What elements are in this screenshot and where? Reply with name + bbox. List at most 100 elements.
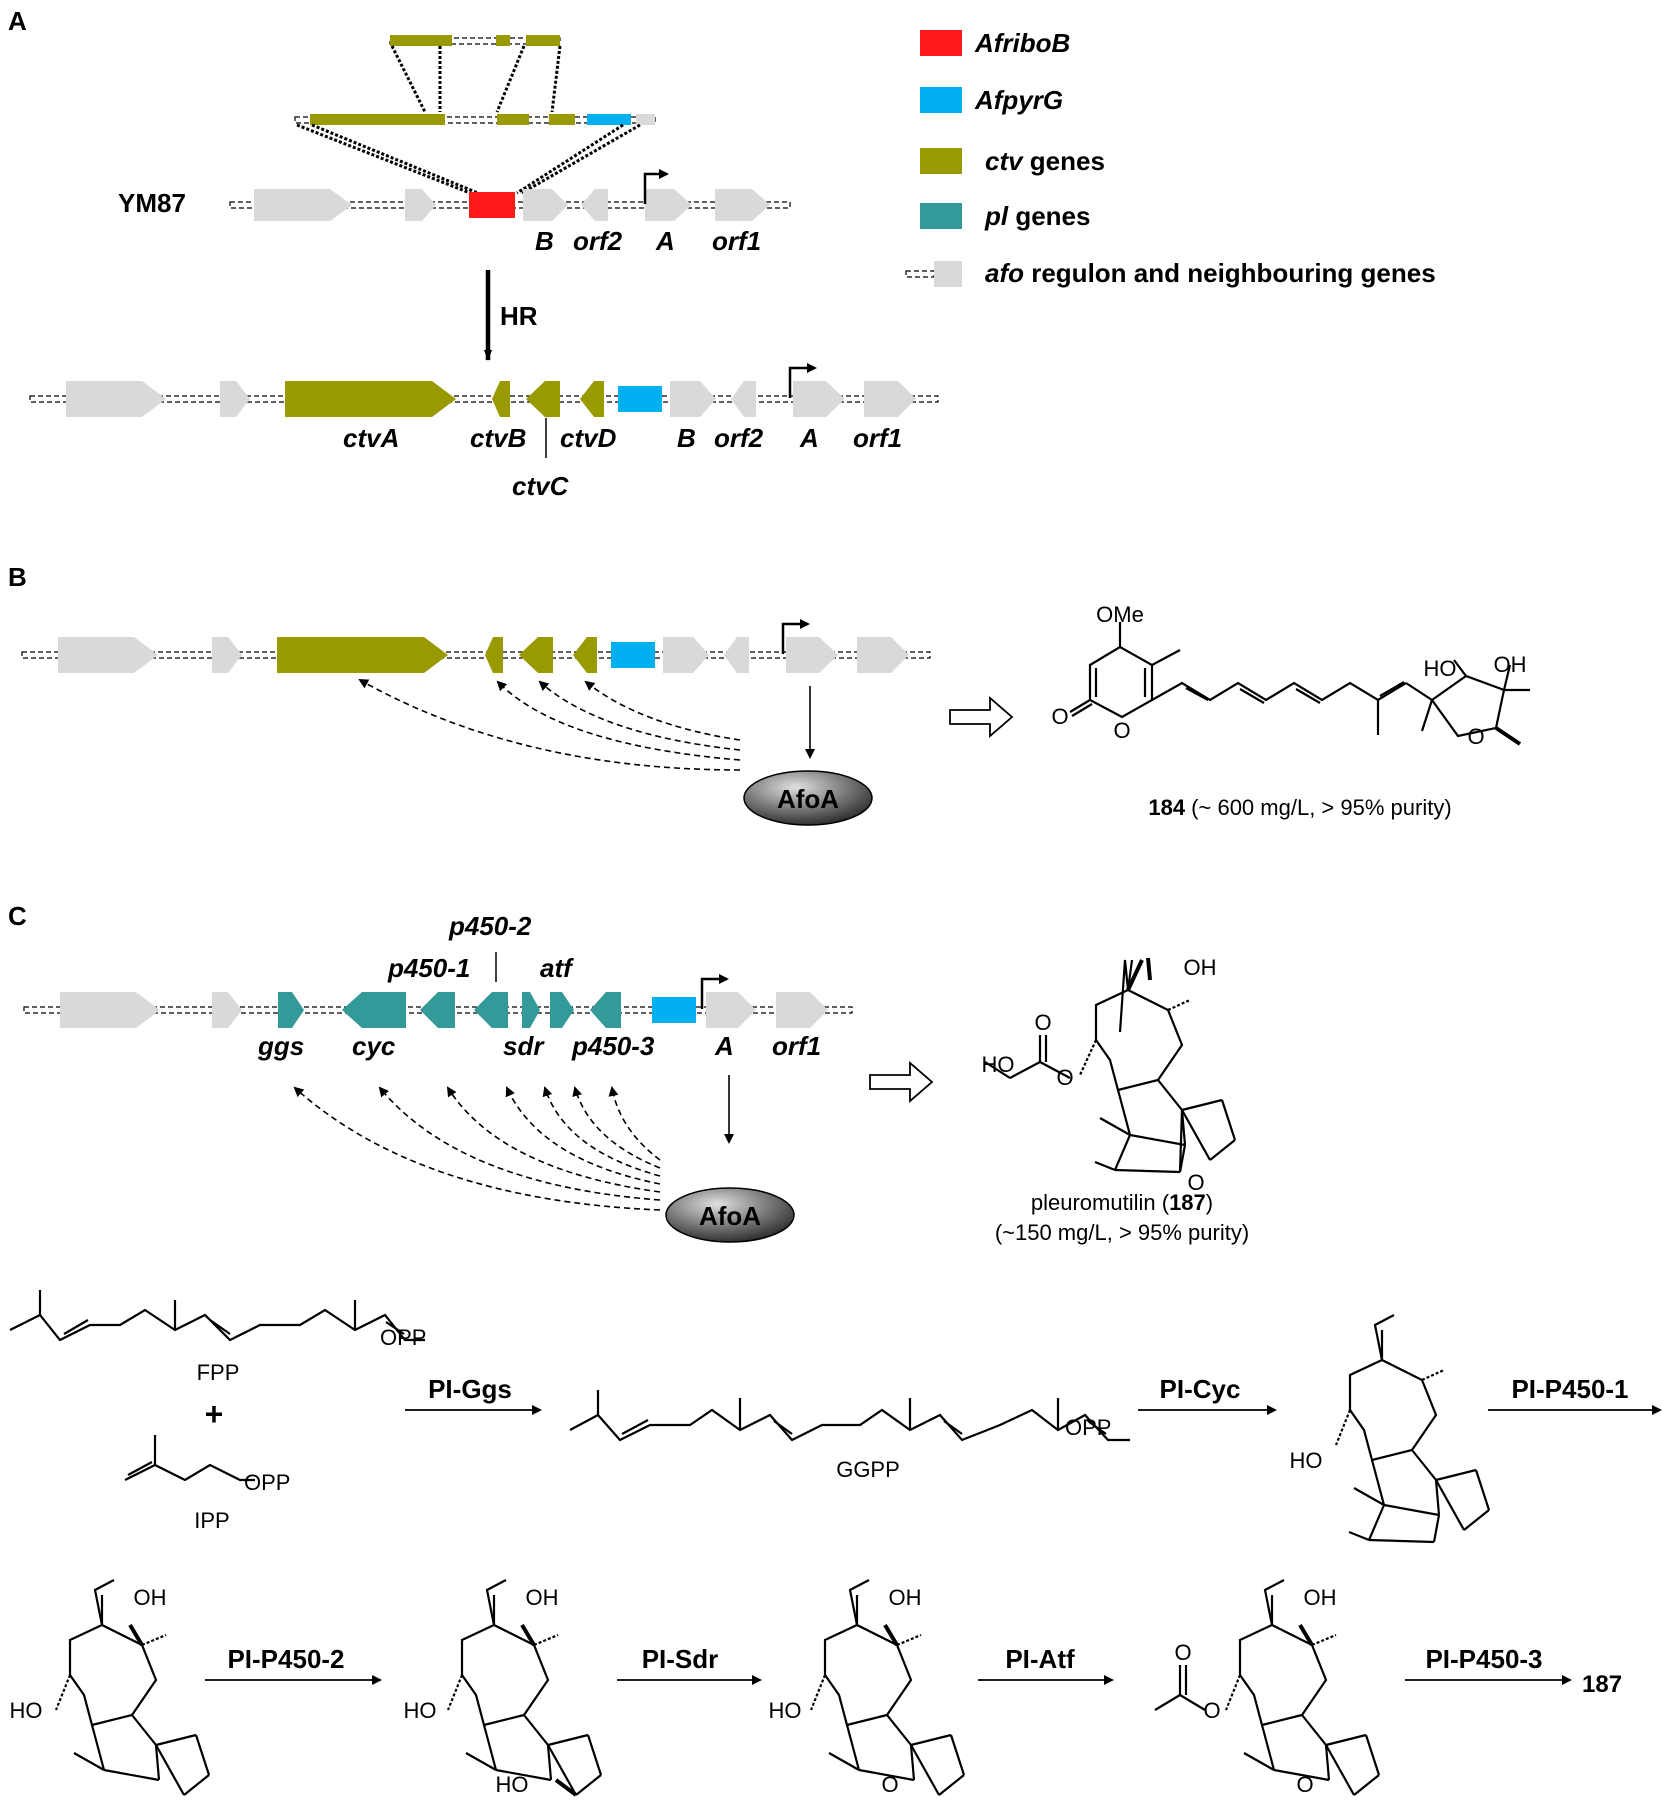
atom-oh: OH [1304,1585,1337,1610]
gene-label-B: B [535,226,554,256]
atom-ho: HO [10,1698,43,1723]
ipp-structure [124,1435,255,1482]
ctv-segment-1 [390,35,452,46]
legend-label-ctv: ctv genes [985,146,1105,176]
open-arrow [869,1061,934,1103]
locus-panel-c [23,952,853,1028]
legend-label-pl: pl genes [984,201,1090,231]
gene-label-atf: atf [540,953,574,983]
ipp-label: IPP [194,1508,229,1533]
atom-o: O [1203,1698,1220,1723]
gene-label-ctvB: ctvB [470,423,526,453]
afpyrG-segment [587,114,631,125]
ctvA-arrow [285,381,456,417]
pleuromutilin-caption: pleuromutilin (187) [1031,1190,1213,1215]
gene-label-ggs: ggs [257,1031,304,1061]
gene-label-ctvA: ctvA [343,423,399,453]
afoA-label: AfoA [777,784,839,814]
step-label-pl-sdr: PI-Sdr [642,1644,719,1674]
gene-label-orf1: orf1 [772,1031,821,1061]
regulation-arrows-c [293,1086,661,1211]
locus-ym87: B orf2 A orf1 [229,169,791,256]
gene-label-A: A [799,423,819,453]
ctvC-arrow [526,381,560,417]
atom-opp: OPP [1065,1415,1111,1440]
afo-arrow [254,189,352,221]
step-label-pl-p450-3: PI-P450-3 [1425,1644,1542,1674]
atom-ho: HO [404,1698,437,1723]
regulation-arrows-b [358,679,741,771]
atom-o: O [1174,1640,1191,1665]
panel-label-b: B [8,562,27,592]
atom-o: O [881,1772,898,1797]
promoter-icon [781,619,810,654]
atom-ho: HO [1424,656,1457,681]
intermediate-structure-4 [809,1579,966,1796]
legend-swatch-ctv [920,148,962,174]
ctvD-arrow [580,381,604,417]
legend-label-afo: afo regulon and neighbouring genes [985,258,1436,288]
step-label-pl-p450-1: PI-P450-1 [1511,1374,1628,1404]
gene-label-cyc: cyc [352,1031,396,1061]
gene-label-p450-1: p450-1 [387,953,470,983]
intermediate-structure-2 [54,1579,211,1796]
step-label-pl-ggs: PI-Ggs [428,1374,512,1404]
fpp-label: FPP [197,1360,240,1385]
strain-label: YM87 [118,188,186,218]
plus-sign: + [205,1396,224,1432]
cassette-middle [294,114,656,195]
step-label-pl-atf: PI-Atf [1005,1644,1075,1674]
atom-o: O [1113,718,1130,743]
gene-label-orf2: orf2 [573,226,623,256]
legend-label-afriboB: AfriboB [974,28,1070,58]
atom-oh: OH [1494,652,1527,677]
gene-label-p450-3: p450-3 [571,1031,655,1061]
atom-opp: OPP [244,1470,290,1495]
compound-184-caption: 184 (~ 600 mg/L, > 95% purity) [1148,795,1451,820]
legend-swatch-pl [920,203,962,229]
gene-label-sdr: sdr [503,1031,545,1061]
afoA-regulator [743,770,873,826]
atom-oh: OH [1184,955,1217,980]
atom-ome: OMe [1096,602,1144,627]
step-label-pl-p450-2: PI-P450-2 [227,1644,344,1674]
afoA-label: AfoA [699,1201,761,1231]
ggpp-label: GGPP [836,1457,900,1482]
fpp-structure [9,1290,425,1342]
ggpp-structure [569,1390,1130,1442]
gene-label-p450-2: p450-2 [448,911,532,941]
atom-o: O [1187,1170,1204,1195]
pleuromutilin-yield: (~150 mg/L, > 95% purity) [995,1220,1249,1245]
ctv-segment-3 [526,35,560,46]
afpyrG-block [618,386,662,412]
open-arrow [949,696,1014,738]
promoter-icon [700,974,729,1009]
gene-label-A: A [655,226,675,256]
intermediate-structure-3 [446,1579,603,1797]
gene-label-ctvD: ctvD [560,423,617,453]
afoA-regulator [665,1187,795,1243]
gene-label-ctvC: ctvC [512,471,570,501]
cassette-top [389,35,562,113]
atom-o: O [1467,724,1484,749]
atom-oh: OH [134,1585,167,1610]
intermediate-structure-5 [1154,1579,1381,1796]
legend: AfriboB AfpyrG ctv genes pl genes afo re… [905,28,1436,288]
ctvB-arrow [492,381,510,417]
ctv-segment-2 [496,35,510,46]
gene-label-orf2: orf2 [714,423,764,453]
atom-opp: OPP [380,1325,426,1350]
atom-o: O [1034,1010,1051,1035]
atom-ho: HO [1290,1448,1323,1473]
afriboB-block [469,192,515,218]
promoter-icon [788,363,817,398]
atom-ho: HO [496,1772,529,1797]
gene-label-orf1: orf1 [853,423,902,453]
panel-label-c: C [8,901,27,931]
legend-swatch-afriboB [920,30,962,56]
step-label-pl-cyc: PI-Cyc [1160,1374,1241,1404]
locus-panel-b [21,619,931,673]
gene-label-B: B [677,423,696,453]
atom-o: O [1051,704,1068,729]
